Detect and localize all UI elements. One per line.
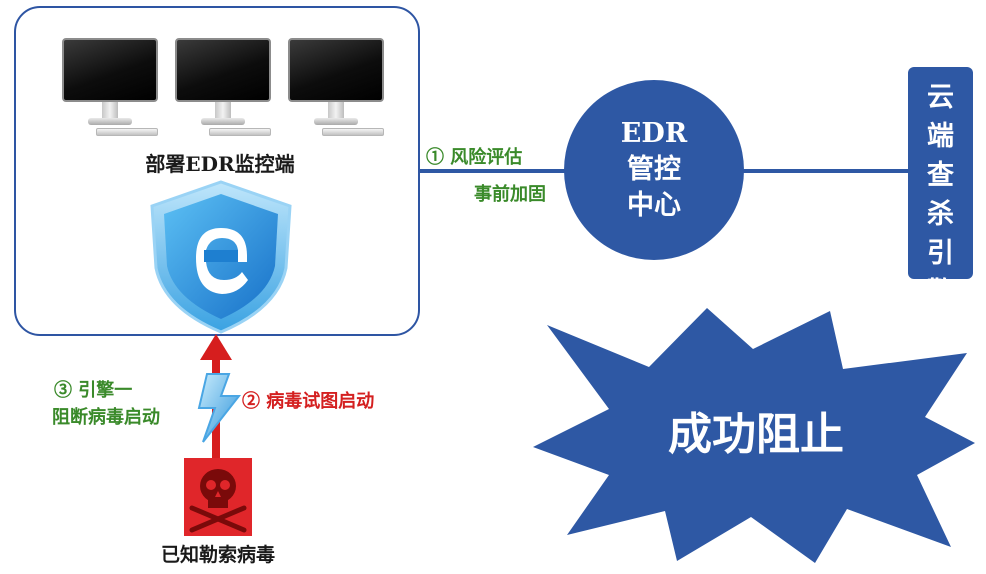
skull-crossbones-icon xyxy=(184,458,252,536)
step1-sublabel: 事前加固 xyxy=(474,184,546,205)
edr-center-line2: 管控 xyxy=(627,154,681,185)
cloud-engine-char: 杀 xyxy=(927,199,954,230)
lightning-icon xyxy=(197,373,242,443)
link-line xyxy=(742,169,910,173)
computer-icon xyxy=(175,38,271,136)
step3-sublabel: 阻断病毒启动 xyxy=(52,407,160,428)
edr-monitor-group-box: 部署EDR监控端 xyxy=(14,6,420,336)
success-text: 成功阻止 xyxy=(668,409,844,460)
ransomware-label: 已知勒索病毒 xyxy=(160,544,275,566)
edr-control-center: EDR 管控 中心 xyxy=(564,80,744,260)
cloud-engine-char: 擎 xyxy=(927,277,954,308)
computer-icon xyxy=(62,38,158,136)
edr-shield-icon xyxy=(150,180,292,334)
cloud-engine-char: 引 xyxy=(927,238,954,269)
step2-label: ② 病毒试图启动 xyxy=(242,391,375,412)
edr-center-line1: EDR xyxy=(620,118,688,149)
cloud-engine-char: 端 xyxy=(927,121,954,152)
cloud-engine-char: 查 xyxy=(927,160,954,191)
cloud-engine-char: 云 xyxy=(927,82,954,113)
step3-label: ③ 引擎一 xyxy=(54,380,133,401)
computer-icon xyxy=(288,38,384,136)
success-starburst xyxy=(533,308,975,563)
link-line xyxy=(420,169,566,173)
cloud-scan-engine: 云 端 查 杀 引 擎 xyxy=(908,67,973,308)
edr-center-line3: 中心 xyxy=(627,190,681,221)
deploy-title: 部署EDR监控端 xyxy=(145,152,295,176)
step1-label: ① 风险评估 xyxy=(426,147,523,168)
